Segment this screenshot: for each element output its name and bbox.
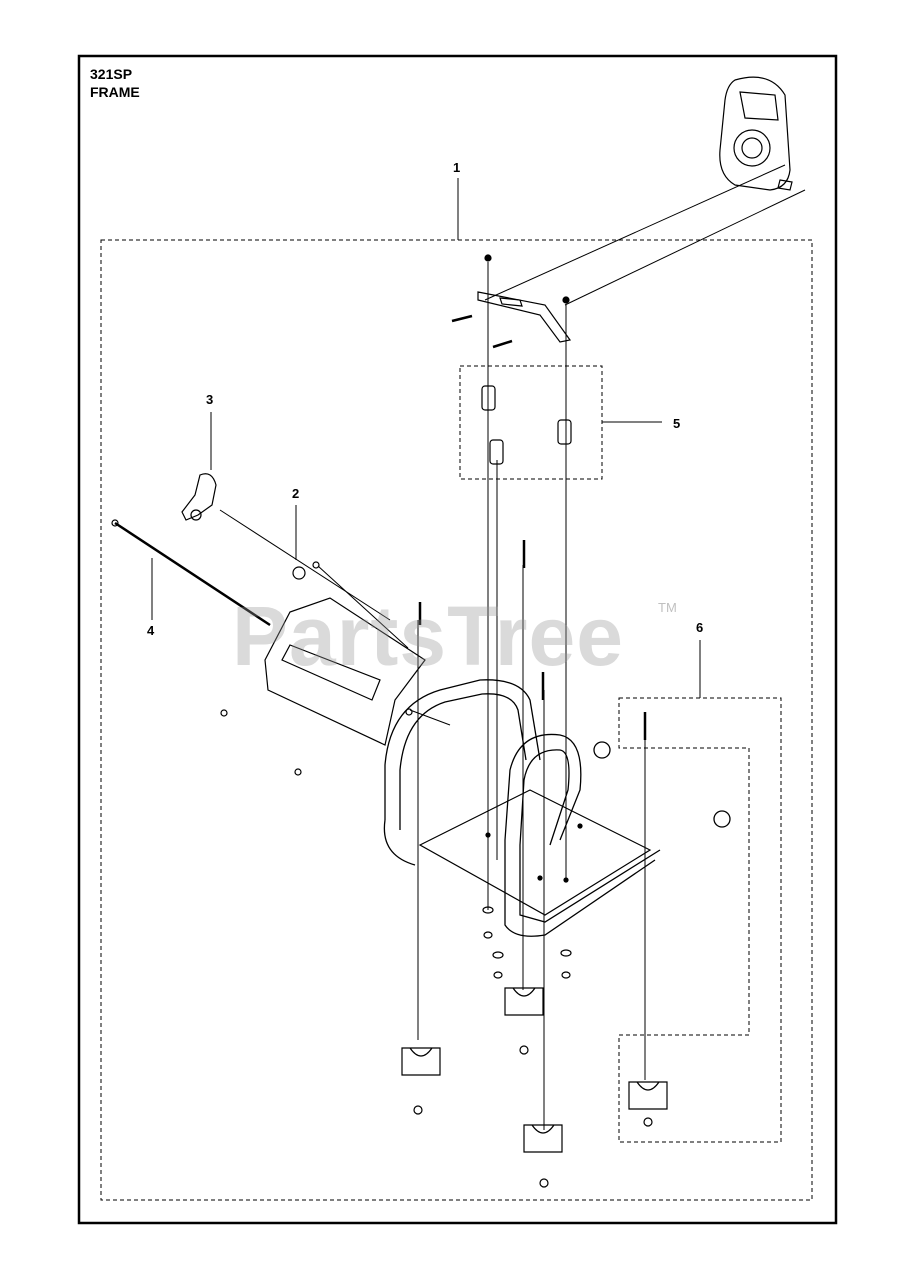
callout-2: 2 [292, 486, 300, 501]
washers [482, 906, 572, 979]
bottom-nuts [413, 1045, 653, 1188]
watermark-tm: TM [658, 600, 677, 615]
throttle-lever [181, 473, 217, 521]
callout-1: 1 [453, 160, 461, 175]
group-box-6 [618, 697, 782, 1143]
top-bracket [451, 291, 572, 349]
throttle-cable [111, 519, 271, 627]
vibration-mounts [481, 385, 572, 465]
engine-housing [719, 76, 793, 191]
callout-6: 6 [696, 620, 704, 635]
sheet-border [77, 54, 838, 1225]
group-box-1 [100, 239, 813, 1201]
model-number: 321SP [90, 66, 133, 82]
bolts [418, 540, 647, 740]
nuts [220, 254, 570, 776]
handle-shield [264, 566, 426, 746]
leader-lines [151, 178, 701, 698]
group-box-5 [459, 365, 603, 480]
assembly-lines [219, 164, 806, 1130]
callout-4: 4 [147, 623, 155, 638]
tubular-frame [383, 679, 731, 937]
callout-5: 5 [673, 416, 681, 431]
base-plate [418, 789, 652, 916]
callout-3: 3 [206, 392, 214, 407]
watermark: PartsTree [232, 589, 624, 683]
section-title: FRAME [90, 84, 140, 100]
rubber-feet [401, 987, 668, 1153]
